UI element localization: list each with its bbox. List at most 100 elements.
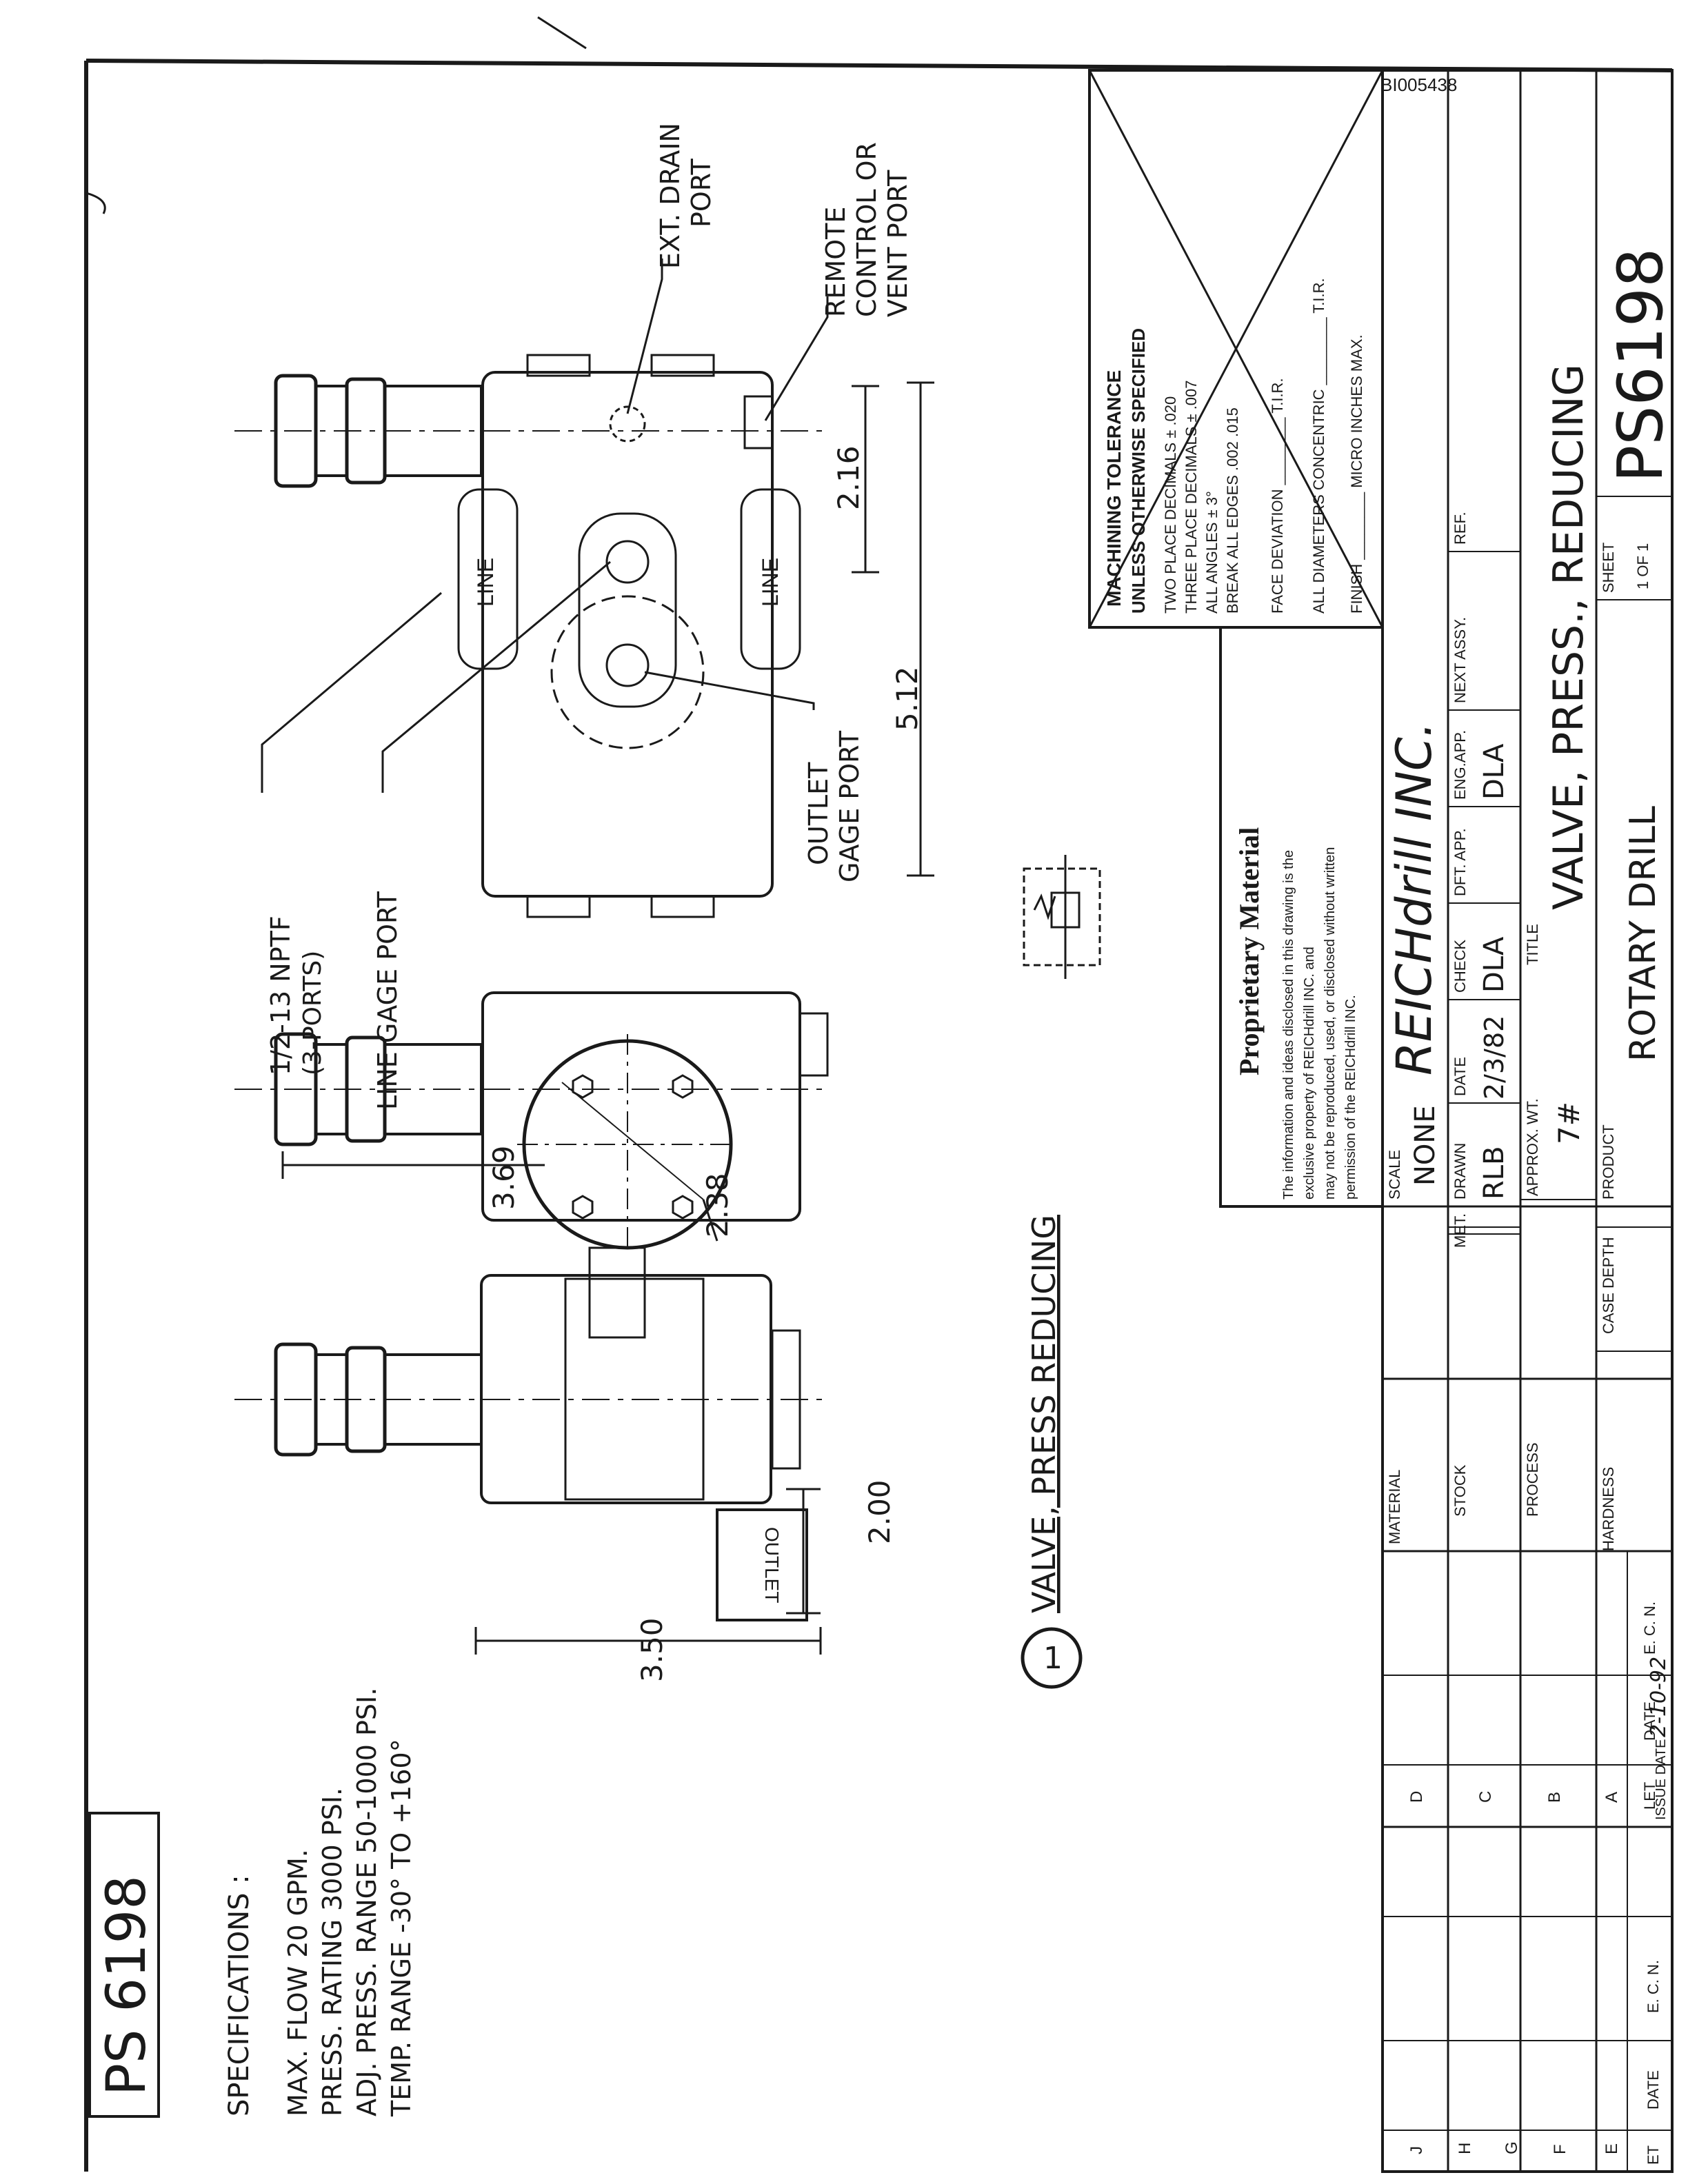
ports-count-callout: (3-PORTS) — [299, 951, 327, 1075]
rev-let-label: LET — [1641, 1782, 1658, 1810]
view-caption: 1 VALVE, PRESS REDUCING — [1021, 1215, 1083, 1689]
remote-callout-3: VENT PORT — [883, 170, 913, 317]
proprietary-block: Proprietary Material The information and… — [1219, 626, 1384, 1208]
sheet-label: SHEET — [1600, 543, 1617, 593]
rev-letter-d: D — [1407, 1791, 1426, 1803]
side-view: OUTLET 3.50 2.00 — [234, 1274, 896, 1682]
issue-date-value: 2-10-92 — [1647, 1657, 1671, 1737]
approx-wt-value: 7# — [1552, 1102, 1586, 1144]
date-value: 2/3/82 — [1479, 1015, 1509, 1100]
case-depth-label: CASE DEPTH — [1600, 1237, 1617, 1334]
proprietary-line: permission of the REICHdrill INC. — [1343, 995, 1358, 1200]
check-value: DLA — [1478, 936, 1510, 993]
side-width-dim: 2.00 — [863, 1479, 896, 1544]
tolerance-line: FACE DEVIATION ________ T.I.R. — [1269, 378, 1286, 614]
ref-label: REF. — [1451, 512, 1469, 545]
callouts: 1/2-13 NPTF (3-PORTS) LINE GAGE PORT OUT… — [261, 123, 913, 1110]
sheet-value: 1 OF 1 — [1634, 543, 1651, 589]
ports-callout: 1/2-13 NPTF — [265, 916, 296, 1075]
spec-line: PRESS. RATING 3000 PSI. — [317, 1788, 348, 2116]
hardness-label: HARDNESS — [1600, 1467, 1617, 1551]
specifications-heading: SPECIFICATIONS : — [223, 1874, 255, 2116]
rev-date-label: DATE — [1641, 1701, 1658, 1741]
issue-date-label: ISSUE DATE — [1654, 1739, 1669, 1820]
stock-label: STOCK — [1451, 1464, 1469, 1517]
spec-line: MAX. FLOW 20 GPM. — [283, 1849, 313, 2116]
spec-line: ADJ. PRESS. RANGE 50-1000 PSI. — [352, 1688, 382, 2116]
front-overall-dim: 3.69 — [487, 1145, 521, 1210]
top-port-spacing-dim: 2.16 — [832, 445, 865, 510]
view-caption-text: VALVE, PRESS REDUCING — [1025, 1215, 1063, 1613]
line-gage-port-callout: LINE GAGE PORT — [372, 891, 403, 1110]
rev-letter-a: A — [1602, 1792, 1621, 1803]
rev-letter-b: B — [1545, 1792, 1564, 1803]
rev-ecn-label: E. C. N. — [1641, 1601, 1658, 1655]
proprietary-line: The information and ideas disclosed in t… — [1281, 850, 1296, 1200]
side-outlet-label: OUTLET — [761, 1527, 783, 1603]
side-height-dim: 3.50 — [635, 1617, 669, 1682]
left-date-label: DATE — [1645, 2070, 1662, 2110]
left-ecn-label: E. C. N. — [1645, 1960, 1662, 2013]
product-value: ROTARY DRILL — [1622, 806, 1664, 1062]
line-port-label: LINE — [473, 558, 498, 607]
material-label: MATERIAL — [1386, 1470, 1403, 1544]
drawing-number: PS6198 — [1605, 248, 1677, 483]
outlet-gage-callout-1: OUTLET — [803, 762, 834, 865]
proprietary-line: may not be reproduced, used, or disclose… — [1323, 847, 1338, 1200]
proprietary-heading: Proprietary Material — [1234, 827, 1265, 1075]
title-block: REICHdrill INC. SCALE NONE DRAWN RLB DAT… — [1381, 69, 1677, 2173]
spec-line: TEMP. RANGE -30° TO +160° — [386, 1739, 416, 2117]
tolerance-line: BREAK ALL EDGES .002 .015 — [1224, 407, 1241, 614]
check-label: CHECK — [1451, 940, 1469, 993]
left-specs-group: PS 6198 SPECIFICATIONS : MAX. FLOW 20 GP… — [88, 1688, 416, 2118]
tolerance-line: FINISH ________ MICRO INCHES MAX. — [1348, 334, 1365, 614]
rev-letter-e: E — [1602, 2143, 1621, 2154]
top-view: LINE LINE 2.16 5.12 — [234, 354, 934, 918]
remote-callout-2: CONTROL OR — [852, 142, 882, 317]
product-label: PRODUCT — [1600, 1124, 1617, 1200]
view-number: 1 — [1043, 1641, 1063, 1676]
doc-id-stamp: BI005438 — [1380, 74, 1457, 95]
tolerance-line: ALL DIAMETERS CONCENTRIC ________ T.I.R. — [1310, 278, 1327, 614]
ext-drain-callout-2: PORT — [686, 159, 716, 228]
next-assy-label: NEXT ASSY. — [1451, 617, 1469, 703]
company-name: REICHdrill INC. — [1386, 722, 1443, 1075]
date-label: DATE — [1451, 1057, 1469, 1096]
left-let-label: ET — [1645, 2145, 1662, 2165]
tolerance-title-1: MACHINING TOLERANCE — [1103, 370, 1125, 607]
rev-letter-g: G — [1503, 2141, 1521, 2154]
proprietary-line: exclusive property of REICHdrill INC. an… — [1302, 947, 1317, 1200]
drawn-value: RLB — [1478, 1146, 1510, 1200]
title-label-visible: TITLE — [1524, 924, 1541, 965]
rev-letter-h: H — [1456, 2143, 1474, 2154]
line-port-label: LINE — [758, 558, 783, 607]
tolerance-line: THREE PLACE DECIMALS ± .007 — [1183, 380, 1200, 614]
hydraulic-symbol — [1023, 855, 1101, 979]
front-view: 3.69 2.38 — [234, 991, 829, 1339]
process-label: PROCESS — [1524, 1442, 1541, 1517]
rev-letter-f: F — [1551, 2144, 1569, 2154]
tolerance-line: ALL ANGLES ± 3° — [1203, 491, 1220, 614]
tolerance-title-2: UNLESS OTHERWISE SPECIFIED — [1128, 328, 1149, 614]
eng-app-label: ENG.APP. — [1451, 730, 1469, 800]
met-label: MET. — [1451, 1213, 1469, 1248]
revision-block: D C B A LET DATE E. C. N. ISSUE DATE 2-1… — [1383, 1550, 1672, 2172]
rev-letter-j: J — [1407, 2146, 1426, 2154]
handwritten-part-number: PS 6198 — [96, 1875, 158, 2096]
scale-label: SCALE — [1386, 1150, 1403, 1200]
top-overall-dim: 5.12 — [890, 666, 924, 731]
approx-wt-label: APPROX. WT. — [1524, 1098, 1541, 1196]
tolerance-block: MACHINING TOLERANCE UNLESS OTHERWISE SPE… — [1088, 69, 1384, 629]
eng-app-value: DLA — [1478, 743, 1510, 800]
scale-value: NONE — [1409, 1105, 1441, 1186]
dft-app-label: DFT. APP. — [1451, 828, 1469, 896]
outlet-gage-callout-2: GAGE PORT — [834, 730, 865, 882]
rev-letter-c: C — [1476, 1791, 1495, 1803]
title-value: VALVE, PRESS., REDUCING — [1545, 364, 1593, 910]
front-face-dim: 2.38 — [701, 1173, 734, 1237]
ext-drain-callout-1: EXT. DRAIN — [655, 123, 685, 269]
drawn-label: DRAWN — [1451, 1143, 1469, 1200]
tolerance-line: TWO PLACE DECIMALS ± .020 — [1162, 396, 1179, 614]
remote-callout-1: REMOTE — [821, 207, 851, 317]
